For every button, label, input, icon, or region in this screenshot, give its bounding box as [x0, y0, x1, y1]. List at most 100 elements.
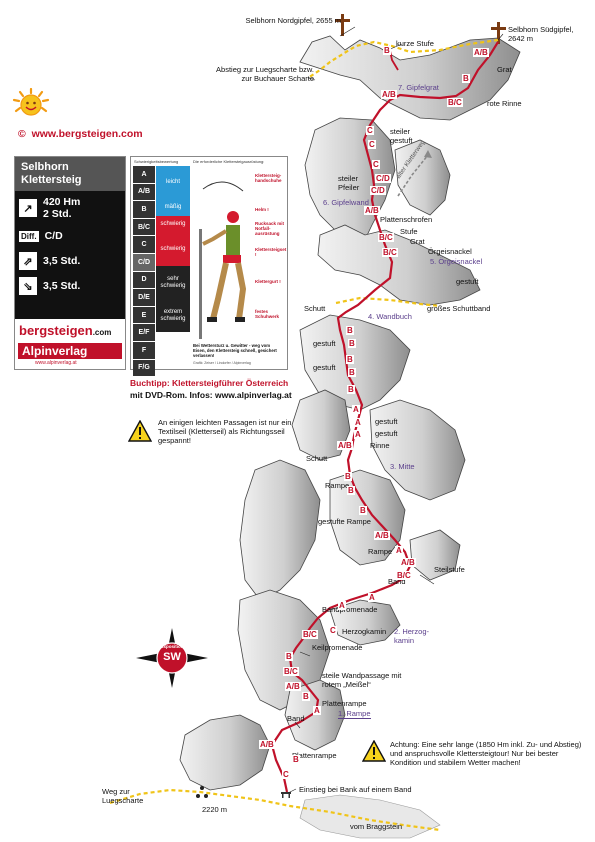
band-leicht: leicht — [156, 166, 190, 199]
section-label: 5. Örgeisnackel — [430, 257, 483, 266]
grade-marker: A — [313, 706, 321, 715]
grade-marker: B — [344, 472, 352, 481]
label-rampe: Rampe — [325, 481, 350, 490]
compass-disc — [156, 642, 188, 674]
label-schutt: Schutt — [304, 304, 326, 313]
warning-icon — [128, 420, 152, 442]
grade-marker: B — [292, 755, 300, 764]
oergeisnackel-rock — [317, 224, 481, 306]
climber-torso — [226, 225, 240, 255]
stat-elevation-time: 2 Std. — [43, 208, 72, 220]
grade-marker: C — [372, 160, 380, 169]
grade-marker: A — [338, 601, 346, 610]
descent-path — [307, 38, 499, 79]
stat-descent-time: ⇘ 3,5 Std. — [19, 275, 121, 297]
exposition-compass — [136, 628, 208, 688]
website-url[interactable]: www.bergsteigen.com — [31, 128, 143, 140]
bergsteigen-logo-text: bergsteigen — [19, 323, 93, 338]
section-label: 3. Mitte — [390, 462, 415, 471]
label-gestuft: gestuft — [313, 363, 336, 372]
tour-title-line2: Klettersteig — [21, 174, 82, 186]
stat-ascent-time-value: 3,5 Std. — [43, 255, 81, 267]
label-rote-rinne: rote Rinne — [487, 99, 522, 108]
stat-difficulty-value: C/D — [44, 230, 63, 242]
grade-marker: B — [383, 46, 391, 55]
book-tip-info[interactable]: mit DVD-Rom. Infos: www.alpinverlag.at — [130, 390, 292, 400]
label-einstieg: Einstieg bei Bank auf einem Band — [299, 785, 412, 794]
long-tour-warning: Achtung: Eine sehr lange (1850 Hm inkl. … — [390, 740, 582, 767]
label-suedgipfel: Selbhorn Südgipfel, 2642 m — [508, 25, 574, 43]
stat-elevation-value: 420 Hm — [43, 196, 81, 208]
graphic-credit: Grafik: Zeiser / Lindorfer / Alpinverlag — [193, 361, 251, 365]
label-steiler-pfeiler: steiler Pfeiler — [338, 174, 360, 192]
grade-marker: B/C — [378, 233, 394, 242]
label-steilstufe: Steilstufe — [434, 565, 465, 574]
label-vom-braggstein: vom Braggstein — [350, 822, 403, 831]
helmet-icon — [227, 211, 239, 223]
compass-value: SW — [163, 651, 181, 663]
label-band: Band — [287, 714, 305, 723]
label-nordgipfel: Selbhorn Nordgipfel, 2655 m — [245, 16, 341, 25]
grade-marker: B — [348, 368, 356, 377]
label-gestuft: gestuft — [375, 429, 398, 438]
grade-marker: A — [354, 418, 362, 427]
ascent-time-icon: ⇗ — [19, 252, 37, 270]
cross-icon-south — [491, 22, 506, 44]
label-rampe: Rampe — [368, 547, 393, 556]
textile-rope-warning: An einigen leichten Passagen ist nur ein… — [158, 418, 292, 445]
band-schwierig-2: schwierig — [156, 233, 190, 266]
bergsteigen-logo: bergsteigen.com — [19, 323, 111, 338]
website-link[interactable]: © www.bergsteigen.com — [18, 128, 143, 140]
descent-time-icon: ⇘ — [19, 277, 37, 295]
publisher-logos: bergsteigen.com Alpinverlag www.alpinver… — [15, 319, 125, 369]
grade-marker: A/B — [364, 206, 380, 215]
warning-icon — [362, 740, 386, 762]
tour-info-panel: Selbhorn Klettersteig ↗ 420 Hm 2 Std. Di… — [14, 156, 126, 370]
note-helmet: Helm ! — [255, 207, 269, 212]
stat-elevation: ↗ 420 Hm 2 Std. — [19, 194, 121, 222]
climber-leg-right — [235, 262, 247, 320]
boot-icon — [235, 317, 245, 322]
stat-ascent-time: ⇗ 3,5 Std. — [19, 250, 121, 272]
label-keilpromenade: Keilpromenade — [312, 643, 363, 652]
keilpromenade-rock — [329, 599, 401, 646]
bench-icon — [281, 792, 291, 798]
stat-descent-time-value: 3,5 Std. — [43, 280, 81, 292]
grade-marker: B/C — [396, 571, 412, 580]
book-tip-title: Klettersteigführer Österreich — [172, 378, 289, 388]
label-grosses-schuttband: großes Schuttband — [427, 304, 491, 313]
grade-marker: B — [346, 326, 354, 335]
grade-cell: D/E — [133, 289, 155, 307]
tour-title: Selbhorn Klettersteig — [15, 157, 125, 191]
section-label: 7. Gipfelgrat — [398, 83, 439, 92]
tour-title-line1: Selbhorn — [21, 161, 69, 173]
section-label: 2. Herzog-kamin — [394, 627, 430, 645]
section-label: 6. Gipfelwand — [323, 198, 369, 207]
copyright-symbol: © — [18, 128, 26, 140]
grade-marker: C — [368, 140, 376, 149]
note-gloves: Klettersteig-handschuhe — [255, 173, 282, 183]
grade-marker: A/B — [400, 558, 416, 567]
section-label: 1. Rampe — [338, 709, 371, 719]
mitte-rock — [369, 399, 466, 501]
label-abstieg: Abstieg zur Luegscharte bzw. zur Buchaue… — [216, 65, 314, 83]
grade-marker: B/C — [283, 667, 299, 676]
label-schutt: Schutt — [306, 454, 328, 463]
grade-marker: B — [359, 506, 367, 515]
label-grat-top: Grat — [497, 65, 512, 74]
label-rinne: Rinne — [370, 441, 390, 450]
rock-edge — [199, 229, 202, 339]
grade-marker: C — [366, 126, 374, 135]
grade-marker: A — [352, 405, 360, 414]
grade-marker: A/B — [285, 682, 301, 691]
boot-icon — [207, 317, 217, 322]
summit-rock — [299, 35, 521, 121]
grade-marker: B — [348, 339, 356, 348]
grade-cell: A — [133, 166, 155, 184]
plattenrampe-rock — [284, 679, 346, 751]
alpinverlag-logo: Alpinverlag — [18, 343, 122, 359]
label-kurze-stufe: kurze Stufe — [396, 39, 434, 48]
alpinverlag-url: www.alpinverlag.at — [35, 360, 77, 366]
scale-header: Schwierigkeitsbewertung — [134, 159, 179, 164]
pillar-right — [394, 139, 451, 216]
